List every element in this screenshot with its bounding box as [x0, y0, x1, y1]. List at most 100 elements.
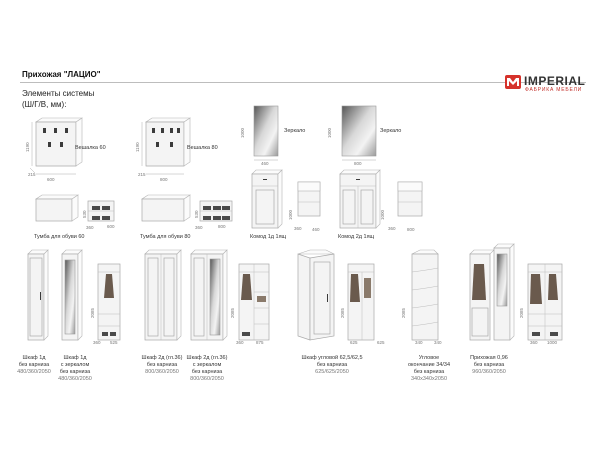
- commode-2d-depth: 360: [388, 226, 396, 231]
- hook-icon: [170, 142, 173, 147]
- mirror-2-width: 800: [354, 161, 362, 166]
- hanger-80-depth: 215: [138, 172, 146, 177]
- mirror-1-label: Зеркало: [284, 128, 306, 134]
- hanger-60-width: 600: [47, 177, 55, 182]
- hallway-096-width: 1000: [547, 340, 558, 345]
- hook-icon: [54, 128, 57, 133]
- hook-icon: [177, 128, 180, 133]
- corner-end-drawing: [411, 249, 439, 341]
- hanger-60-label: Вешалка 60: [75, 145, 106, 151]
- wardrobe-2d-mirror-line3: без карниза: [191, 369, 223, 375]
- hook-icon: [161, 128, 164, 133]
- corner-wardrobe-line2: без карниза: [316, 362, 348, 368]
- corner-wardrobe-label: Шкаф угловой 62,5/62,5 без карниза 625/6…: [301, 355, 362, 376]
- hook-icon: [43, 128, 46, 133]
- wardrobe-1d-depth: 360: [93, 340, 101, 345]
- shoe-cabinet-80-label: Тумба для обуви 80: [140, 234, 191, 240]
- wardrobe-2d-mirror-line1: Шкаф 2д (гл.36): [186, 355, 228, 361]
- wardrobe-2d-label: Шкаф 2д (гл.36) без карниза 800/360/2050: [142, 355, 183, 376]
- hook-icon: [48, 142, 51, 147]
- wardrobe-1d-height: 2085: [90, 307, 95, 318]
- wardrobe-1d-mirror-line2: с зеркалом: [60, 362, 90, 368]
- wardrobe-1d-width: 525: [110, 340, 118, 345]
- corner-wardrobe-drawings: [297, 249, 375, 341]
- commode-1d-height: 1000: [288, 209, 293, 220]
- hallway-096-drawings: [469, 243, 563, 341]
- hallway-096-line2: без карниза: [473, 362, 505, 368]
- subtitle-line-2: (Ш/Г/В, мм):: [22, 100, 67, 109]
- shoe-cabinet-80-height: 530: [194, 210, 199, 218]
- shoe-cabinet-60-height: 530: [82, 210, 87, 218]
- hook-icon: [156, 142, 159, 147]
- hallway-096-height: 2085: [519, 307, 524, 318]
- mirror-2-height: 1000: [327, 127, 332, 138]
- shoe-cabinet-60-label: Тумба для обуви 60: [34, 234, 85, 240]
- hook-icon: [60, 142, 63, 147]
- mirror-2-label: Зеркало: [380, 128, 402, 134]
- shoe-cabinet-60-drawing: [35, 194, 115, 222]
- wardrobe-1d-size: 480/360/2050: [17, 369, 51, 375]
- corner-end-depth: 340: [415, 340, 423, 345]
- wardrobe-1d-mirror-size: 480/360/2050: [58, 376, 92, 382]
- hanger-60-drawing: [29, 117, 83, 175]
- brand-mark-icon: [505, 75, 521, 89]
- wardrobe-2d-mirror-label: Шкаф 2д (гл.36) с зеркалом без карниза 8…: [187, 355, 228, 383]
- page-subtitle: Элементы системы (Ш/Г/В, мм):: [22, 88, 94, 110]
- wardrobe-2d-width: 875: [256, 340, 264, 345]
- corner-end-label: Угловое окончание 34/34 без карниза 340х…: [408, 355, 450, 383]
- hook-icon: [65, 128, 68, 133]
- corner-wardrobe-depth: 625: [350, 340, 358, 345]
- hook-icon: [170, 128, 173, 133]
- corner-end-line2: окончание 34/34: [407, 362, 451, 368]
- commode-2d-label: Комод 2д 1ящ: [338, 234, 375, 240]
- header-divider: [20, 82, 586, 83]
- subtitle-line-1: Элементы системы: [22, 89, 95, 98]
- wardrobe-1d-label: Шкаф 1д без карниза 480/360/2050: [17, 355, 51, 376]
- wardrobe-2d-depth: 360: [236, 340, 244, 345]
- wardrobe-2d-line1: Шкаф 2д (гл.36): [141, 355, 183, 361]
- hanger-80-drawing: [141, 117, 191, 175]
- wardrobe-1d-line2: без карниза: [18, 362, 50, 368]
- commode-2d-height: 1000: [380, 209, 385, 220]
- wardrobe-2d-drawings: [144, 249, 270, 341]
- corner-wardrobe-width: 625: [377, 340, 385, 345]
- wardrobe-2d-height: 2085: [230, 307, 235, 318]
- wardrobe-1d-mirror-line3: без карниза: [59, 369, 91, 375]
- wardrobe-1d-mirror-line1: Шкаф 1д: [63, 355, 87, 361]
- commode-1d-depth: 360: [294, 226, 302, 231]
- commode-1d-label: Комод 1д 1ящ: [250, 234, 287, 240]
- wardrobe-1d-mirror-label: Шкаф 1д с зеркалом без карниза 480/360/2…: [58, 355, 92, 383]
- shoe-cabinet-80-drawing: [141, 194, 233, 222]
- corner-end-line3: без карниза: [413, 369, 445, 375]
- commode-2d-width: 800: [407, 227, 415, 232]
- hallway-096-size: 960/360/2050: [472, 369, 506, 375]
- wardrobe-1d-drawings: [27, 249, 121, 341]
- hallway-096-line1: Прихожая 0,96: [470, 355, 508, 361]
- brand-m-glyph: [507, 78, 519, 86]
- wardrobe-1d-line1: Шкаф 1д: [22, 355, 46, 361]
- shoe-cabinet-80-width: 800: [218, 224, 226, 229]
- corner-wardrobe-line1: Шкаф угловой 62,5/62,5: [301, 355, 363, 361]
- hallway-096-depth: 360: [530, 340, 538, 345]
- mirror-1-height: 1000: [240, 127, 245, 138]
- shoe-cabinet-80-depth: 360: [195, 225, 203, 230]
- hallway-096-label: Прихожая 0,96 без карниза 960/360/2050: [470, 355, 508, 376]
- wardrobe-2d-size: 800/360/2050: [145, 369, 179, 375]
- corner-end-width: 340: [434, 340, 442, 345]
- brand-tagline: ФАБРИКА МЕБЕЛИ: [525, 87, 583, 93]
- hanger-80-width: 800: [160, 177, 168, 182]
- commode-2d-drawing: [339, 169, 423, 229]
- shoe-cabinet-60-width: 600: [107, 224, 115, 229]
- mirror-2-drawing: [341, 105, 377, 161]
- mirror-1-width: 460: [261, 161, 269, 166]
- hanger-60-height: 1190: [25, 142, 30, 152]
- brand-name: IMPERIAL: [524, 74, 586, 88]
- corner-end-size: 340х340х2050: [410, 376, 448, 382]
- shoe-cabinet-60-depth: 360: [86, 225, 94, 230]
- brand-logo: IMPERIAL ФАБРИКА МЕБЕЛИ: [505, 74, 590, 97]
- hanger-60-depth: 215: [28, 172, 36, 177]
- wardrobe-2d-line2: без карниза: [146, 362, 178, 368]
- hook-icon: [152, 128, 155, 133]
- corner-wardrobe-height: 2085: [340, 307, 345, 318]
